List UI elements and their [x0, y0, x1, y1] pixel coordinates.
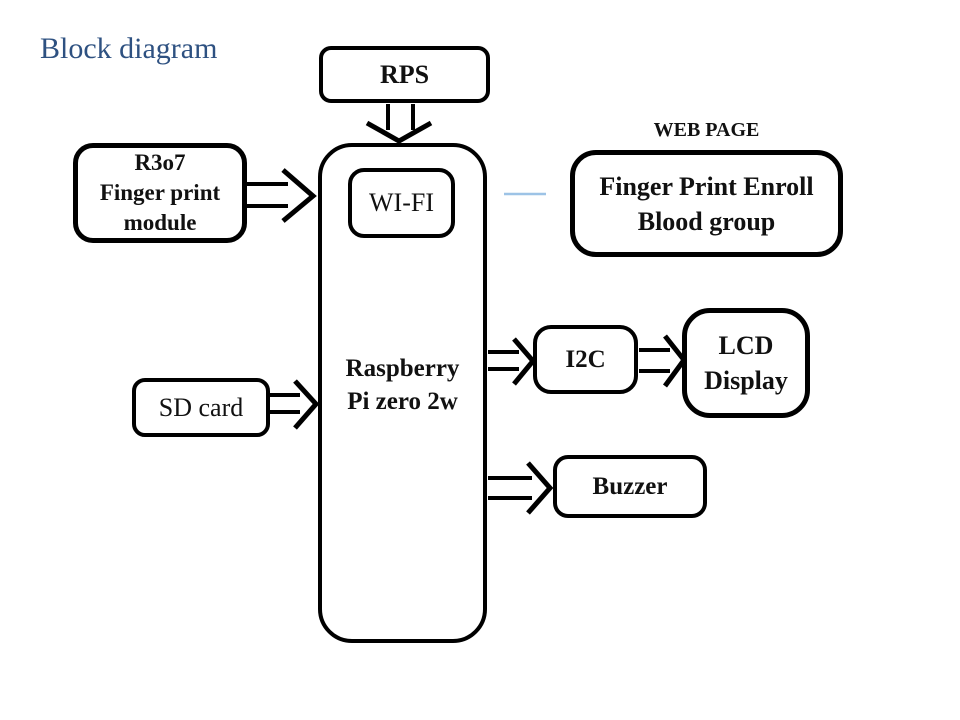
node-raspberry-pi-line1: Raspberry: [345, 355, 460, 382]
node-fingerprint-module-line1: R3o7: [134, 150, 186, 175]
arrow-rps-to-raspberry-pi: [365, 104, 433, 144]
node-raspberry-pi-label: Raspberry Pi zero 2w: [318, 352, 487, 418]
arrow-raspberry-pi-to-i2c: [488, 337, 537, 386]
node-wifi: WI-FI: [348, 168, 455, 238]
arrow-head-right-icon: [526, 461, 554, 515]
arrow-raspberry-pi-to-buzzer: [488, 461, 554, 515]
node-fingerprint-module-line2: Finger print: [99, 180, 221, 205]
node-fingerprint-module-line3: module: [123, 210, 197, 235]
node-raspberry-pi-line2: Pi zero 2w: [347, 388, 458, 415]
arrow-i2c-to-lcd: [639, 334, 688, 388]
node-buzzer: Buzzer: [553, 455, 707, 518]
node-web-page: Finger Print Enroll Blood group: [570, 150, 843, 257]
node-sd-card: SD card: [132, 378, 270, 437]
arrow-fingerprint-to-raspberry-pi: [247, 168, 317, 223]
node-fingerprint-module: R3o7 Finger print module: [73, 143, 247, 243]
node-i2c: I2C: [533, 325, 638, 394]
arrow-head-right-icon: [512, 337, 537, 386]
arrow-sd-to-raspberry-pi: [270, 379, 320, 430]
node-lcd-line1: LCD: [718, 331, 774, 360]
web-page-caption: WEB PAGE: [653, 119, 760, 141]
node-web-page-line2: Blood group: [637, 206, 776, 236]
arrow-head-down-icon: [365, 120, 433, 144]
node-lcd-line2: Display: [704, 366, 788, 395]
node-rps: RPS: [319, 46, 490, 103]
page-title: Block diagram: [40, 32, 218, 65]
arrow-head-right-icon: [281, 168, 317, 223]
node-lcd-display: LCD Display: [682, 308, 810, 418]
arrow-head-right-icon: [293, 379, 320, 430]
node-web-page-line1: Finger Print Enroll: [599, 171, 814, 201]
